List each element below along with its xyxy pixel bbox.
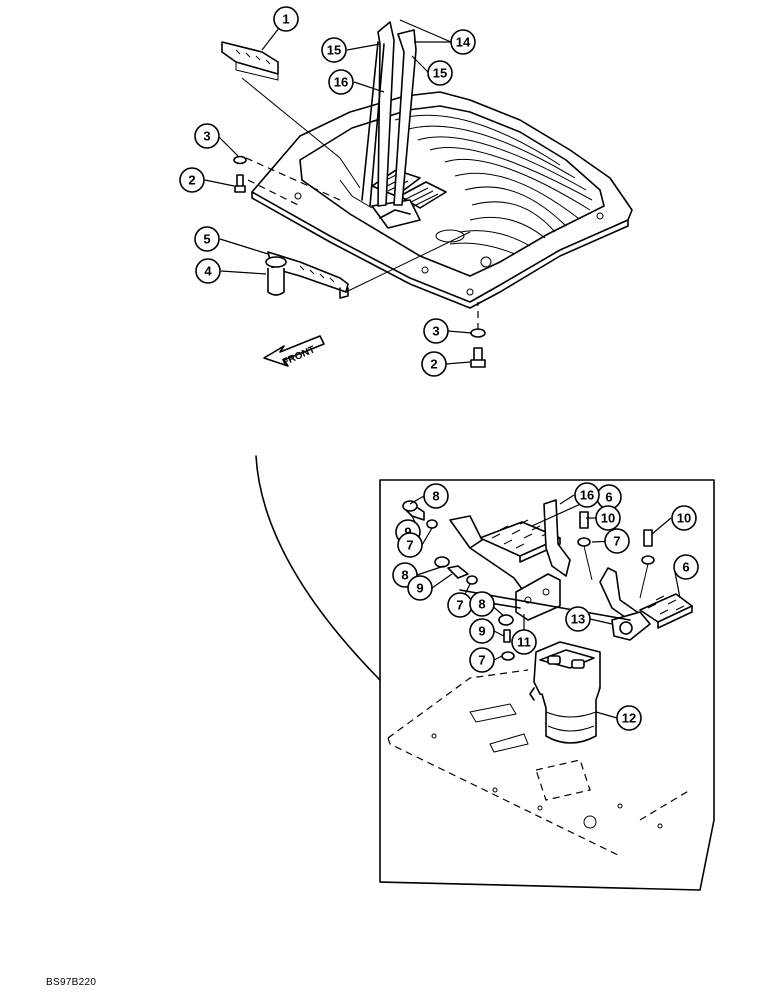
- svg-text:4: 4: [204, 264, 212, 279]
- callout-10: 10: [671, 505, 697, 531]
- callout-2: 2: [179, 167, 205, 193]
- callout-9: 9: [469, 618, 495, 644]
- callout-16: 16: [328, 69, 354, 95]
- svg-text:9: 9: [404, 525, 411, 540]
- figure-code: BS97B220: [46, 977, 97, 988]
- svg-text:2: 2: [430, 357, 437, 372]
- callout-3: 3: [423, 318, 449, 344]
- svg-text:9: 9: [416, 581, 423, 596]
- callout-3: 3: [194, 123, 220, 149]
- svg-text:6: 6: [682, 560, 689, 575]
- hardware-detail: [402, 500, 655, 661]
- svg-text:10: 10: [601, 511, 615, 526]
- callout-10: 10: [595, 505, 621, 531]
- nut-bolt-top-left: [233, 155, 247, 193]
- svg-text:13: 13: [571, 612, 585, 627]
- svg-text:3: 3: [203, 129, 210, 144]
- bracket-item-1: [221, 41, 279, 81]
- callout-7: 7: [447, 592, 473, 618]
- svg-text:14: 14: [456, 35, 471, 50]
- svg-text:7: 7: [478, 653, 485, 668]
- callout-11: 11: [511, 629, 537, 655]
- front-direction-arrow: FRONT: [263, 335, 325, 368]
- callout-5: 5: [194, 226, 220, 252]
- pedal-left-item-6: [449, 515, 561, 601]
- svg-text:8: 8: [432, 489, 439, 504]
- callout-7: 7: [397, 532, 423, 558]
- svg-text:8: 8: [401, 568, 408, 583]
- svg-text:9: 9: [478, 624, 485, 639]
- detail-view: [379, 479, 715, 891]
- callout-6: 6: [673, 554, 699, 580]
- callout-13: 13: [565, 606, 591, 632]
- svg-text:15: 15: [433, 66, 447, 81]
- callout-16: 16: [574, 482, 600, 508]
- nut-bolt-bottom: [470, 328, 486, 368]
- travel-levers: [361, 21, 417, 207]
- pilot-valve-item-12: [529, 641, 601, 744]
- callout-2: 2: [421, 351, 447, 377]
- svg-text:10: 10: [677, 511, 691, 526]
- callout-7: 7: [604, 528, 630, 554]
- svg-text:16: 16: [334, 75, 348, 90]
- callout-4: 4: [195, 258, 221, 284]
- callout-8: 8: [469, 591, 495, 617]
- svg-text:1: 1: [282, 12, 289, 27]
- svg-text:2: 2: [188, 173, 195, 188]
- detail-callout-curve: [255, 455, 381, 681]
- svg-text:16: 16: [580, 488, 594, 503]
- svg-text:11: 11: [517, 635, 531, 650]
- lever-detail-item-16: [543, 499, 571, 577]
- pedal-right-item-6: [599, 567, 693, 641]
- svg-text:3: 3: [432, 324, 439, 339]
- floor-plate: [251, 91, 633, 309]
- svg-text:12: 12: [622, 711, 636, 726]
- callout-1: 1: [273, 6, 299, 32]
- callout-12: 12: [616, 705, 642, 731]
- callout-15: 15: [427, 60, 453, 86]
- svg-text:7: 7: [406, 538, 413, 553]
- detail-frame: [379, 479, 715, 891]
- bracket-item-5: [265, 251, 349, 299]
- callout-7: 7: [469, 647, 495, 673]
- callout-14: 14: [450, 29, 476, 55]
- svg-text:7: 7: [613, 534, 620, 549]
- callout-9: 9: [407, 575, 433, 601]
- callout-8: 8: [423, 483, 449, 509]
- assembly-lines-top: [241, 77, 479, 330]
- svg-text:15: 15: [327, 43, 341, 58]
- callout-15: 15: [321, 37, 347, 63]
- svg-text:7: 7: [456, 598, 463, 613]
- svg-text:6: 6: [605, 490, 612, 505]
- bracket-item-11: [515, 573, 561, 621]
- svg-text:8: 8: [478, 597, 485, 612]
- svg-text:5: 5: [203, 232, 210, 247]
